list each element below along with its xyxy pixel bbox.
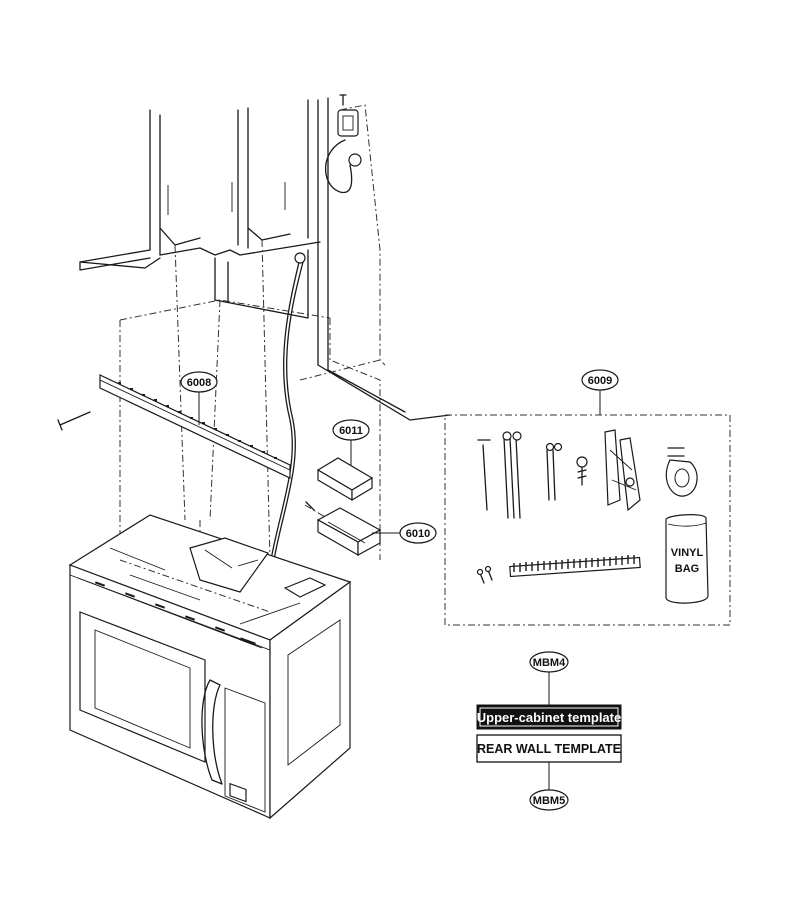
filter-6011 (316, 457, 374, 502)
rear-wall-template: REAR WALL TEMPLATE (476, 734, 622, 763)
callout-6008-label: 6008 (187, 377, 211, 389)
damper-6010 (305, 501, 382, 557)
microwave-oven (68, 514, 352, 820)
upper-cabinet (79, 97, 451, 421)
upper-cabinet-template: Upper-cabinet template (476, 704, 622, 730)
kit-small-screws (476, 565, 493, 584)
kit-toggle-bolts (604, 429, 641, 512)
callout-6009-label: 6009 (588, 375, 612, 387)
parts-kit-box (444, 414, 731, 626)
callout-6010: 6010 (399, 522, 437, 544)
callout-6011-label: 6011 (339, 425, 363, 437)
kit-spring-strip (509, 555, 641, 578)
kit-cord-clamp (665, 447, 698, 497)
vinyl-bag-label-line2: BAG (675, 563, 699, 575)
callout-mbm4: MBM4 (529, 651, 569, 673)
callout-6009: 6009 (581, 369, 619, 391)
callout-mbm5: MBM5 (529, 789, 569, 811)
kit-long-bolts (477, 431, 563, 519)
rear-wall-template-label: REAR WALL TEMPLATE (477, 742, 621, 756)
kit-wood-screw (576, 456, 588, 486)
vinyl-bag-icon: VINYL BAG (665, 514, 709, 604)
callout-6008: 6008 (180, 371, 218, 393)
assembly-guides (119, 104, 386, 561)
wall-outlet (324, 94, 362, 194)
upper-cabinet-template-label: Upper-cabinet template (477, 710, 621, 725)
wall-screw (57, 411, 91, 431)
callout-6011: 6011 (332, 419, 370, 441)
callout-6010-label: 6010 (406, 528, 430, 540)
power-cord (267, 252, 306, 581)
vinyl-bag-label-line1: VINYL (671, 547, 704, 559)
leader-lines (198, 390, 601, 790)
callout-mbm4-label: MBM4 (533, 657, 566, 669)
callout-mbm5-label: MBM5 (533, 795, 565, 807)
mounting-plate (99, 374, 291, 479)
